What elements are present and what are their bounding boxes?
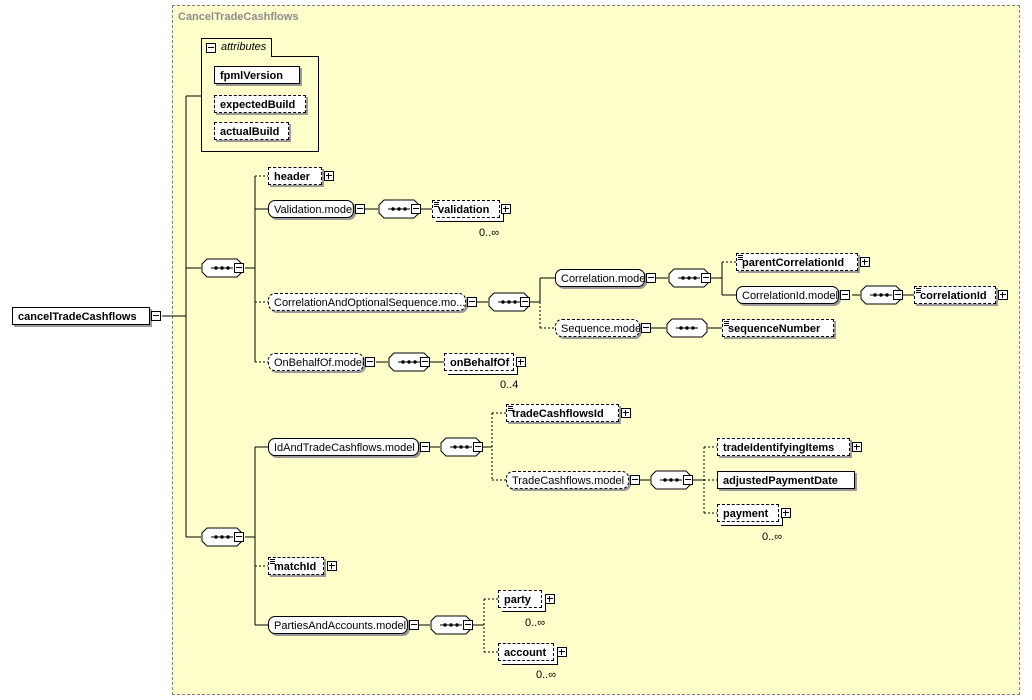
sequence-compositor-icon: [378, 199, 420, 219]
payment-element[interactable]: payment: [717, 504, 779, 522]
sequence-model-group[interactable]: Sequence.model: [555, 319, 644, 337]
simple-content-icon: [724, 321, 729, 326]
attribute-expected-build[interactable]: expectedBuild: [214, 95, 306, 113]
collapse-icon[interactable]: [520, 297, 530, 307]
id-and-trade-cashflows-model-group[interactable]: IdAndTradeCashflows.model: [268, 438, 419, 456]
parties-and-accounts-model-group[interactable]: PartiesAndAccounts.model: [268, 616, 408, 634]
simple-content-icon: [434, 202, 439, 207]
trade-identifying-items-element[interactable]: tradeIdentifyingItems: [717, 438, 850, 456]
correlation-id-element[interactable]: correlationId: [914, 286, 996, 304]
parent-correlation-id-element[interactable]: parentCorrelationId: [736, 253, 858, 271]
collapse-icon[interactable]: [630, 475, 640, 485]
header-element[interactable]: header: [268, 167, 322, 185]
match-id-element[interactable]: matchId: [268, 557, 324, 575]
correlation-model-group[interactable]: Correlation.model: [555, 269, 648, 287]
collapse-icon[interactable]: [683, 475, 693, 485]
trade-cashflows-id-element[interactable]: tradeCashflowsId: [506, 404, 619, 422]
simple-content-icon: [270, 559, 275, 564]
correlation-and-optional-sequence-group[interactable]: CorrelationAndOptionalSequence.mo...: [268, 293, 466, 311]
party-element[interactable]: party: [498, 590, 542, 608]
expand-icon[interactable]: [557, 647, 567, 657]
validation-element[interactable]: validation: [432, 200, 500, 218]
attribute-fpml-version[interactable]: fpmlVersion: [214, 66, 300, 84]
collapse-icon[interactable]: [411, 204, 421, 214]
on-behalf-of-cardinality: 0..4: [500, 379, 519, 391]
root-element[interactable]: cancelTradeCashflows: [12, 307, 150, 325]
expand-icon[interactable]: [327, 561, 337, 571]
expand-icon[interactable]: [998, 290, 1008, 300]
collapse-icon[interactable]: [355, 204, 365, 214]
expand-icon[interactable]: [781, 508, 791, 518]
account-cardinality: 0..∞: [536, 669, 557, 681]
attributes-tab[interactable]: attributes: [201, 38, 272, 57]
sequence-compositor-icon: [388, 352, 430, 372]
validation-model-group[interactable]: Validation.model: [268, 200, 355, 218]
complex-type-title: CancelTradeCashflows: [178, 11, 299, 23]
collapse-icon[interactable]: [409, 620, 419, 630]
payment-cardinality: 0..∞: [762, 531, 783, 543]
validation-cardinality: 0..∞: [479, 227, 500, 239]
sequence-compositor-icon: [201, 527, 243, 547]
adjusted-payment-date-element[interactable]: adjustedPaymentDate: [717, 471, 855, 489]
sequence-compositor-icon: [860, 285, 902, 305]
collapse-icon[interactable]: [893, 290, 903, 300]
expand-icon[interactable]: [860, 257, 870, 267]
collapse-icon[interactable]: [234, 532, 244, 542]
sequence-number-element[interactable]: sequenceNumber: [722, 319, 834, 337]
expand-icon[interactable]: [501, 204, 511, 214]
correlation-id-model-group[interactable]: CorrelationId.model: [736, 286, 839, 304]
sequence-compositor-icon: [488, 292, 530, 312]
simple-content-icon: [738, 255, 743, 260]
collapse-icon[interactable]: [206, 43, 216, 53]
on-behalf-of-element[interactable]: onBehalfOf: [444, 353, 514, 371]
sequence-compositor-icon: [666, 318, 708, 338]
collapse-icon[interactable]: [420, 442, 430, 452]
expand-icon[interactable]: [852, 442, 862, 452]
attributes-label: attributes: [221, 41, 267, 53]
collapse-icon[interactable]: [840, 290, 850, 300]
collapse-icon[interactable]: [467, 297, 477, 307]
simple-content-icon: [916, 288, 921, 293]
expand-icon[interactable]: [545, 594, 555, 604]
attribute-actual-build[interactable]: actualBuild: [214, 122, 289, 140]
collapse-icon[interactable]: [151, 311, 161, 321]
collapse-icon[interactable]: [234, 263, 244, 273]
collapse-icon[interactable]: [646, 273, 656, 283]
collapse-icon[interactable]: [463, 620, 473, 630]
expand-icon[interactable]: [621, 408, 631, 418]
sequence-compositor-icon: [440, 437, 482, 457]
collapse-icon[interactable]: [701, 273, 711, 283]
party-cardinality: 0..∞: [525, 617, 546, 629]
collapse-icon[interactable]: [420, 357, 430, 367]
account-element[interactable]: account: [498, 643, 554, 661]
collapse-icon[interactable]: [365, 357, 375, 367]
sequence-compositor-icon: [668, 268, 710, 288]
sequence-compositor-icon: [430, 615, 472, 635]
sequence-compositor-icon: [201, 258, 243, 278]
trade-cashflows-model-group[interactable]: TradeCashflows.model: [506, 471, 629, 489]
simple-content-icon: [508, 406, 513, 411]
collapse-icon[interactable]: [641, 323, 651, 333]
expand-icon[interactable]: [516, 357, 526, 367]
expand-icon[interactable]: [324, 171, 334, 181]
on-behalf-of-model-group[interactable]: OnBehalfOf.model: [268, 353, 365, 371]
collapse-icon[interactable]: [473, 442, 483, 452]
sequence-compositor-icon: [650, 470, 692, 490]
